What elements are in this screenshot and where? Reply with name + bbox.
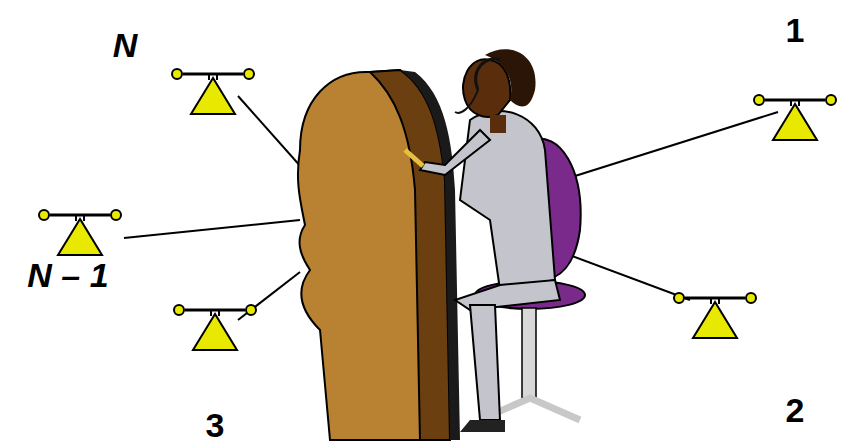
headset-mic (455, 90, 478, 113)
operator-neck (490, 115, 506, 133)
operator-leg (470, 305, 500, 420)
wire (556, 112, 778, 182)
telephone-symbol (174, 305, 256, 350)
wire (124, 220, 300, 238)
callout-number: N (113, 26, 138, 65)
callout-number: N – 1 (27, 256, 108, 295)
callout-number: 2 (786, 391, 805, 430)
telephone-symbol (674, 293, 756, 338)
switchboard-console (298, 70, 450, 440)
callout-number: 3 (206, 406, 225, 445)
operator-head (463, 59, 510, 117)
switchboard-plug (405, 150, 423, 166)
telephone-symbol (39, 210, 121, 255)
console-edge (400, 70, 460, 440)
operator-arm (420, 130, 490, 175)
telephone-symbol (754, 95, 836, 140)
operator-shoe (460, 420, 505, 432)
telephone-symbol (172, 69, 254, 114)
headset (476, 59, 500, 90)
chair-post (522, 308, 536, 398)
callout-number: 1 (786, 11, 805, 50)
